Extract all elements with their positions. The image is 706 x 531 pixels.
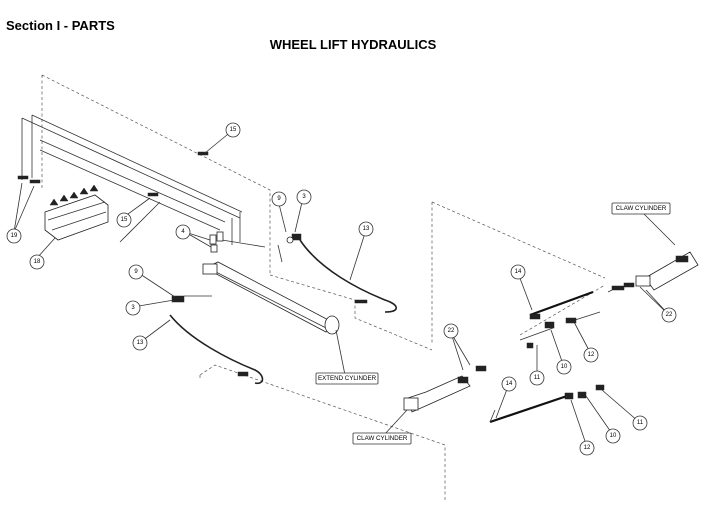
hose-fittings-left (17, 151, 209, 197)
callout-number: 3 (131, 305, 135, 311)
callout-22-right: 22 (661, 307, 677, 323)
valve-frame-lines (21, 114, 266, 248)
control-valve-bank (44, 184, 109, 241)
svg-text:EXTEND CYLINDER: EXTEND CYLINDER (318, 375, 377, 382)
hose-13-upper (277, 233, 398, 313)
callout-number: 12 (584, 445, 591, 451)
callout-10-lower: 10 (605, 428, 621, 444)
leader-lines (13, 129, 676, 448)
callout-9-lower: 9 (128, 264, 144, 280)
hose-13-lower (169, 295, 264, 385)
callout-number: 22 (666, 312, 673, 318)
hose-14-lower (489, 384, 605, 424)
callout-number: 3 (302, 194, 306, 200)
callout-number: 4 (181, 229, 185, 235)
callout-number: 15 (121, 217, 128, 223)
callout-13-lower: 13 (132, 335, 148, 351)
extend-cylinder-part (202, 261, 346, 376)
callout-number: 11 (534, 375, 541, 381)
callout-15-left: 15 (116, 212, 132, 228)
callout-14-lower: 14 (501, 376, 517, 392)
callout-11-lower: 11 (632, 415, 648, 431)
callout-number: 10 (561, 364, 568, 370)
callout-3-lower: 3 (125, 300, 141, 316)
claw-cylinder-right-label: CLAW CYLINDER (611, 202, 671, 215)
callout-number: 13 (137, 340, 144, 346)
callout-number: 13 (363, 226, 370, 232)
callout-10-upper: 10 (556, 359, 572, 375)
extend-cylinder-label: EXTEND CYLINDER (315, 372, 379, 385)
callout-number: 11 (637, 420, 644, 426)
callout-12-upper: 12 (583, 347, 599, 363)
callout-14-upper: 14 (510, 264, 526, 280)
callout-22-left: 22 (443, 323, 459, 339)
page-title: WHEEL LIFT HYDRAULICS (269, 37, 437, 52)
hose-14-upper (519, 290, 601, 341)
callout-18: 18 (29, 254, 45, 270)
callout-3-upper: 3 (296, 189, 312, 205)
callout-number: 18 (34, 259, 41, 265)
svg-text:CLAW CYLINDER: CLAW CYLINDER (616, 205, 667, 212)
callout-13-upper: 13 (358, 221, 374, 237)
callout-number: 19 (11, 233, 18, 239)
callout-number: 22 (448, 328, 455, 334)
claw-cylinder-left-label: CLAW CYLINDER (352, 432, 412, 445)
dashed-outlines (41, 74, 606, 500)
claw-cylinder-left-part (403, 342, 534, 413)
svg-text:CLAW CYLINDER: CLAW CYLINDER (357, 435, 408, 442)
callout-number: 12 (588, 352, 595, 358)
callout-number: 9 (134, 269, 138, 275)
callout-9-upper: 9 (271, 191, 287, 207)
callout-12-lower: 12 (579, 440, 595, 456)
callout-11-upper: 11 (529, 370, 545, 386)
callout-19: 19 (6, 228, 22, 244)
section-heading: Section I - PARTS (6, 18, 115, 33)
callout-number: 9 (277, 196, 281, 202)
callout-number: 10 (610, 433, 617, 439)
claw-cylinder-right-part (607, 251, 699, 293)
callout-number: 14 (515, 269, 522, 275)
callout-4: 4 (175, 224, 191, 240)
fittings-part-4 (209, 231, 224, 253)
callout-number: 14 (506, 381, 513, 387)
callout-number: 15 (230, 127, 237, 133)
callout-15-top: 15 (225, 122, 241, 138)
